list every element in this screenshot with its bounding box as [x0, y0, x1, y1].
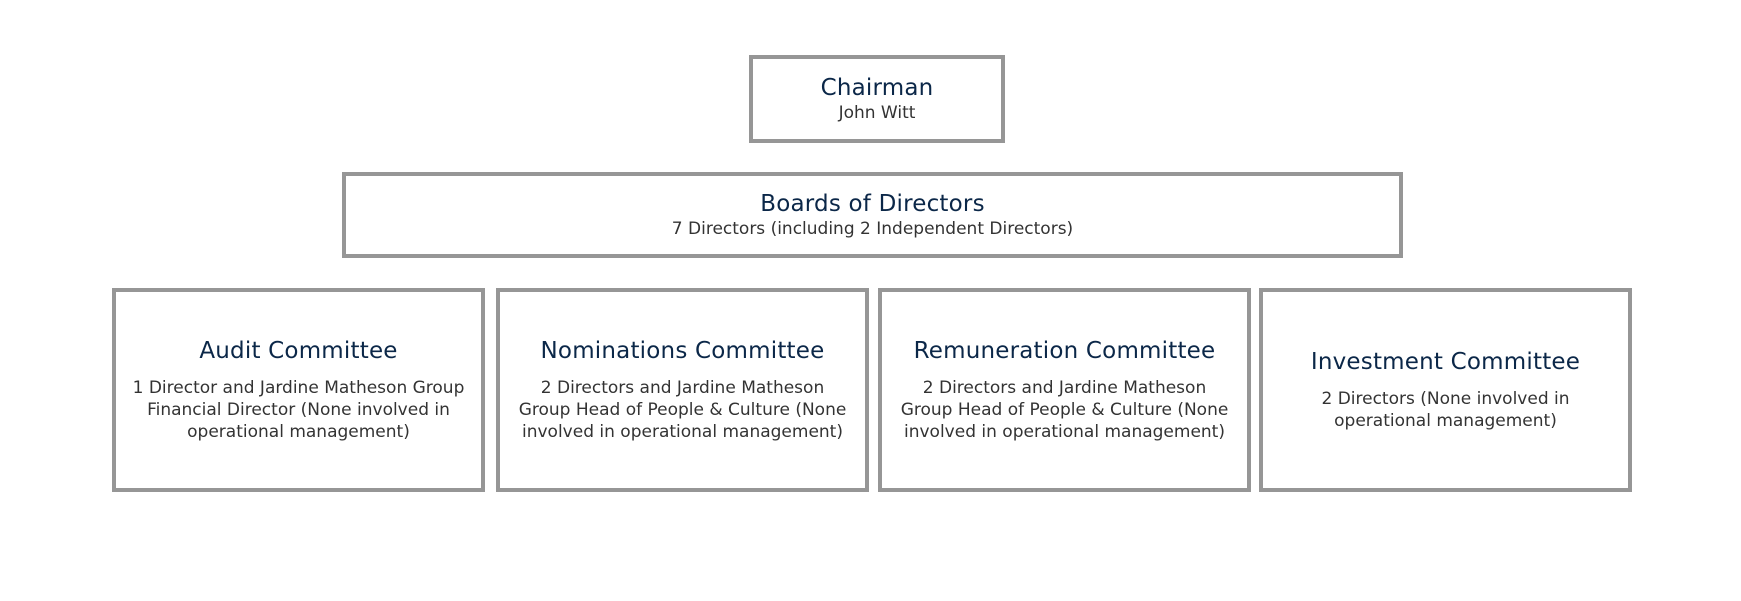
- nominations-committee-box: Nominations Committee 2 Directors and Ja…: [496, 288, 869, 492]
- board-of-directors-box: Boards of Directors 7 Directors (includi…: [342, 172, 1403, 258]
- board-title: Boards of Directors: [760, 191, 985, 217]
- committee-description: 1 Director and Jardine Matheson Group Fi…: [132, 378, 465, 442]
- committee-title: Audit Committee: [199, 338, 398, 364]
- committee-title: Remuneration Committee: [913, 338, 1216, 364]
- committee-title: Nominations Committee: [540, 338, 825, 364]
- chairman-name: John Witt: [838, 103, 916, 123]
- committee-description: 2 Directors and Jardine Matheson Group H…: [518, 378, 847, 442]
- audit-committee-box: Audit Committee 1 Director and Jardine M…: [112, 288, 485, 492]
- committee-description: 2 Directors (None involved in operationa…: [1321, 389, 1570, 431]
- committee-title: Investment Committee: [1310, 349, 1581, 375]
- chairman-title: Chairman: [820, 75, 934, 101]
- board-description: 7 Directors (including 2 Independent Dir…: [671, 219, 1074, 239]
- committee-description: 2 Directors and Jardine Matheson Group H…: [900, 378, 1229, 442]
- chairman-box: Chairman John Witt: [749, 55, 1005, 143]
- investment-committee-box: Investment Committee 2 Directors (None i…: [1259, 288, 1632, 492]
- remuneration-committee-box: Remuneration Committee 2 Directors and J…: [878, 288, 1251, 492]
